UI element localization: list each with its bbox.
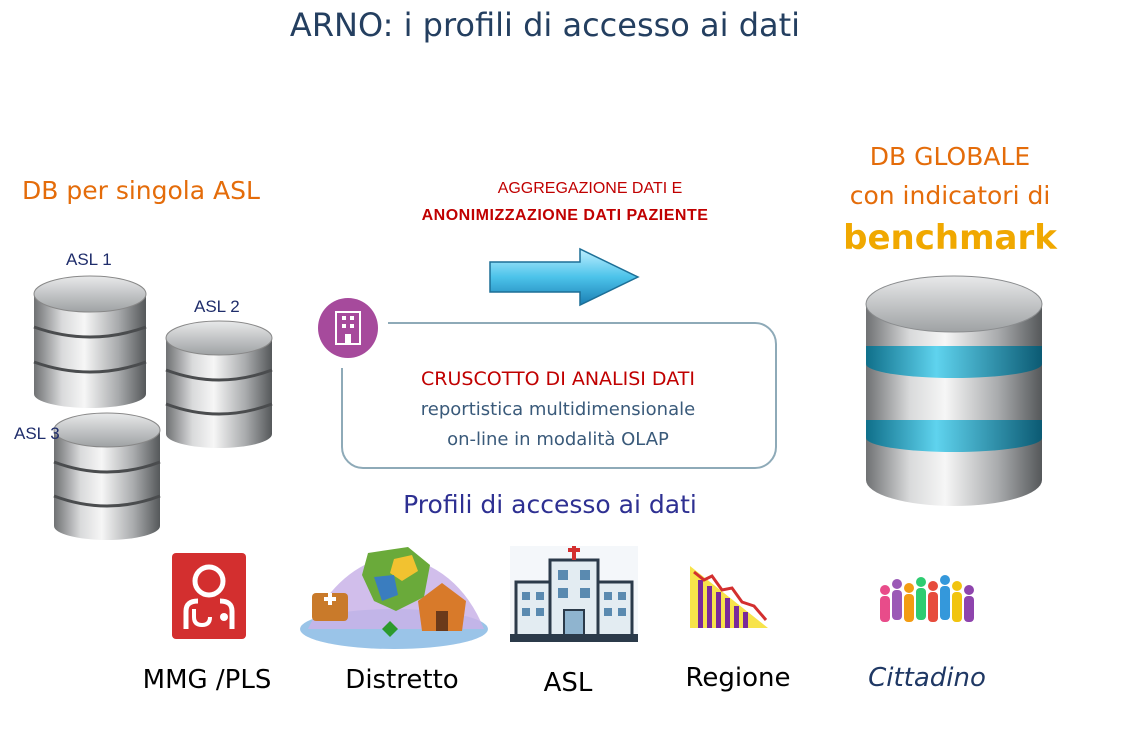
database-icon-asl2 xyxy=(165,320,273,448)
profiles-heading: Profili di accesso ai dati xyxy=(403,490,697,519)
slide-title: ARNO: i profili di accesso ai dati xyxy=(289,6,801,44)
db-label-asl3: ASL 3 xyxy=(14,424,60,443)
dashboard-line1: reportistica multidimensionale xyxy=(420,399,696,420)
district-map-icon xyxy=(300,547,488,649)
right-arrow-icon xyxy=(489,247,640,307)
benchmark-label: benchmark xyxy=(843,218,1057,258)
database-icon-asl1 xyxy=(33,275,147,408)
dashboard-box xyxy=(341,322,777,469)
global-database-icon xyxy=(865,275,1043,506)
profile-label-mmg: MMG /PLS xyxy=(142,665,272,695)
database-icon-asl3 xyxy=(53,412,161,540)
aggregation-line1: AGGREGAZIONE DATI E xyxy=(497,180,683,197)
left-heading: DB per singola ASL xyxy=(22,176,260,205)
dashboard-line2: on-line in modalità OLAP xyxy=(447,429,669,450)
global-db-line2: con indicatori di xyxy=(849,181,1051,210)
hospital-badge xyxy=(308,292,388,368)
profile-label-asl: ASL xyxy=(543,668,593,698)
profile-label-cittadino: Cittadino xyxy=(868,663,986,693)
db-label-asl1: ASL 1 xyxy=(66,250,112,269)
profile-label-regione: Regione xyxy=(685,663,791,693)
hospital-icon xyxy=(510,546,638,642)
db-label-asl2: ASL 2 xyxy=(194,297,240,316)
global-db-line1: DB GLOBALE xyxy=(869,142,1031,171)
aggregation-line2: ANONIMIZZAZIONE DATI PAZIENTE xyxy=(421,207,709,224)
hospital-building-icon xyxy=(318,298,378,358)
doctor-stethoscope-icon xyxy=(172,553,246,639)
region-chart-icon xyxy=(690,566,768,628)
dashboard-title: CRUSCOTTO DI ANALISI DATI xyxy=(421,368,695,390)
profile-label-distretto: Distretto xyxy=(345,665,459,695)
citizens-people-icon xyxy=(880,575,974,622)
